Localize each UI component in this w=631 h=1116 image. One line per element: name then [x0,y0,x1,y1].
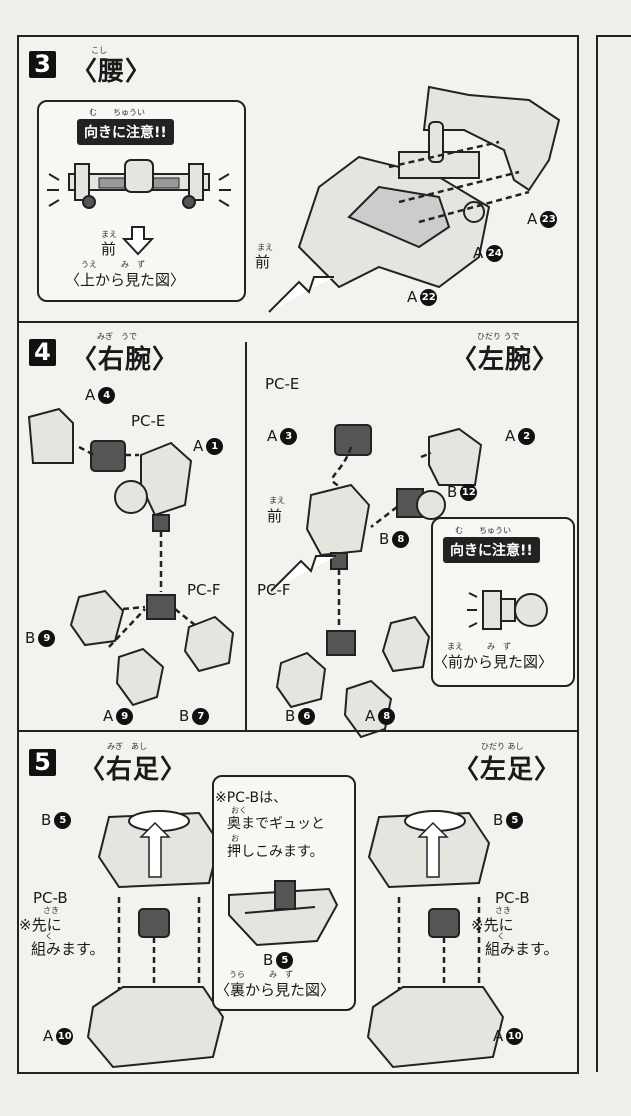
step5-right-pre-ruby: さき [43,906,59,915]
instruction-frame: 3 こし 〈腰〉 む ちゅうい 向きに注意!! まえ 前 うえ み ず 〈上から… [17,35,579,1074]
step5-left-title: 〈左足〉 [453,755,562,785]
step3-front-ruby: まえ [101,230,117,239]
step5-number: 5 [29,749,56,776]
front-arrow-icon [121,226,155,256]
step4-right-pce: PC-E [131,412,166,430]
step3-waist-assembly [268,85,561,313]
step5-right-leg-diagram [86,810,225,1069]
step5-center-note2: 奥までギュッと [227,816,325,832]
step5-view-ruby: うら み ず [229,970,293,979]
step5-left-pre-note2: 組みます。 [485,940,559,958]
step4-left-ruby: ひだり うで [477,332,520,341]
step3-caution-ruby: む ちゅうい [89,108,145,117]
step3-front2-label: 前 [255,253,271,271]
step3-caution-badge: 向きに注意!! [77,119,174,145]
step5-right-pcb: PC-B [33,889,68,907]
step5-left-pre-ruby2: く [497,932,505,941]
step5-left-pre-note1: ※先に [471,916,514,934]
step4-left-pcf: PC-F [257,581,291,599]
step4-right-title: 〈右腕〉 [71,345,180,375]
step3-view-ruby: うえ み ず [81,260,145,269]
step3-view-caption: 〈上から見た図〉 [65,271,186,289]
step4-left-title: 〈左腕〉 [451,345,560,375]
step5-center-note2-ruby: おく [231,806,247,815]
step5-right-ruby: みぎ あし [107,742,147,751]
divider-3-4 [19,321,577,323]
next-page-edge [596,35,631,1072]
step4-left-front: 前 [267,507,283,525]
step4-view-caption: 〈前から見た図〉 [433,653,554,671]
step4-caution-ruby: む ちゅうい [455,526,511,535]
step5-view-caption: 〈裏から見た図〉 [215,981,336,999]
step5-underside-part [228,880,339,947]
step5-left-ruby: ひだり あし [481,742,524,751]
step5-left-pre-ruby: さき [495,906,511,915]
step3-front-label: 前 [101,240,117,258]
step4-caution-badge: 向きに注意!! [443,537,540,563]
step4-right-pcf: PC-F [187,581,221,599]
step5-center-note3-ruby: お [231,834,239,843]
step5-left-pcb: PC-B [495,889,530,907]
step4-number: 4 [29,339,56,366]
step4-left-pce: PC-E [265,375,300,393]
step4-left-front-ruby: まえ [269,496,285,505]
step5-right-pre-ruby2: く [45,932,53,941]
step3-number: 3 [29,51,56,78]
step4-right-arm-diagram [27,407,235,707]
step3-title-ruby: こし [91,46,107,55]
step4-vertical-divider [245,342,247,730]
step3-front2-ruby: まえ [257,243,273,252]
step3-title: 〈腰〉 [71,57,153,87]
step5-right-pre-note2: 組みます。 [31,940,105,958]
step5-center-note3: 押しこみます。 [227,844,324,860]
step3-topview-part [47,159,231,209]
step4-view-ruby: まえ み ず [447,642,511,651]
step5-right-title: 〈右足〉 [79,755,188,785]
step4-right-ruby: みぎ うで [97,332,137,341]
step5-left-leg-diagram [366,810,505,1069]
step4-left-arm-diagram [270,424,483,739]
divider-4-5 [19,730,577,732]
step4-frontview-part [467,590,548,630]
step5-center-note1: ※PC-Bは、 [215,790,288,806]
step5-right-pre-note1: ※先に [19,916,62,934]
